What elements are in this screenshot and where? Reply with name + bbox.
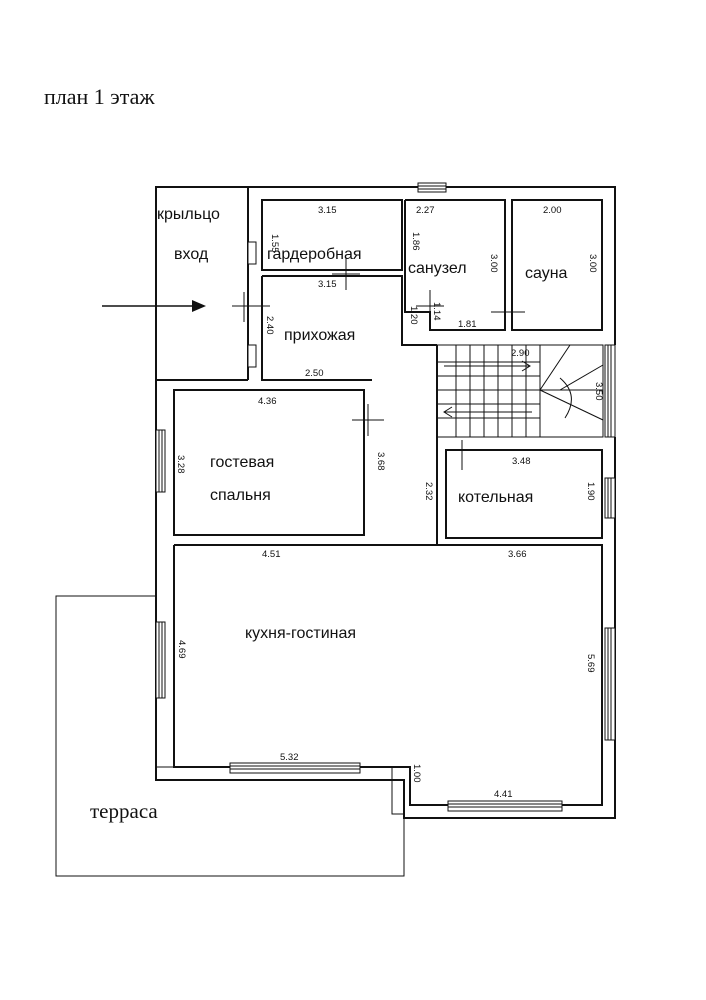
- hallway-label: прихожая: [284, 327, 355, 344]
- dim-label: 5.32: [280, 752, 299, 763]
- entrance-label: вход: [174, 246, 209, 263]
- door-marks: [232, 258, 525, 470]
- porch-label: крыльцо: [157, 206, 220, 223]
- entrance-arrow: [102, 300, 206, 312]
- hallway-left: [261, 276, 372, 381]
- dim-label: 3.00: [488, 254, 499, 273]
- guest-outline: [173, 389, 365, 536]
- dim-label: 1.00: [411, 764, 422, 783]
- dim-label: 4.41: [494, 789, 513, 800]
- dim-label: 3.15: [318, 279, 337, 290]
- dim-label: 2.40: [264, 316, 275, 335]
- dim-label: 2.00: [543, 205, 562, 216]
- terrace-label: терраса: [90, 799, 158, 823]
- dim-label: 3.15: [318, 205, 337, 216]
- dim-label: 4.36: [258, 396, 277, 407]
- hallway-top: [262, 275, 437, 346]
- kitchen-living-label: кухня-гостиная: [245, 625, 356, 642]
- guest-bedroom-label-2: спальня: [210, 487, 271, 504]
- dim-label: 1.90: [585, 482, 596, 501]
- dim-label: 2.90: [511, 348, 530, 359]
- guest-bedroom-label-1: гостевая: [210, 454, 274, 471]
- page-title: план 1 этаж: [44, 84, 155, 109]
- staircase: [436, 344, 604, 438]
- boiler-room-label: котельная: [458, 489, 533, 506]
- dim-label: 3.28: [175, 455, 186, 474]
- dim-label: 3.68: [375, 452, 386, 471]
- boiler-outline: [445, 449, 603, 539]
- wardrobe-outline: [261, 199, 403, 271]
- dim-label: 2.50: [305, 368, 324, 379]
- dim-label: 1.55: [269, 234, 280, 253]
- bathroom-outline: [404, 199, 506, 331]
- dim-label: 5.69: [585, 654, 596, 673]
- dim-label: 3.48: [512, 456, 531, 467]
- dim-label: 3.50: [593, 382, 604, 401]
- dim-label: 1.86: [410, 232, 421, 251]
- bathroom-label: санузел: [408, 260, 467, 277]
- kitchen-outline: [173, 544, 603, 806]
- dim-label: 3.66: [508, 549, 527, 560]
- dim-label: 1.20: [408, 306, 419, 325]
- windows: [155, 182, 616, 812]
- dim-label: 2.32: [423, 482, 434, 501]
- interior-walls: [173, 199, 603, 806]
- dim-label: 4.51: [262, 549, 281, 560]
- dim-label: 4.69: [176, 640, 187, 659]
- sauna-label: сауна: [525, 265, 568, 282]
- dim-label: 3.00: [587, 254, 598, 273]
- terrace-outline: [55, 595, 405, 877]
- dim-label: 1.81: [458, 319, 477, 330]
- sauna-outline: [511, 199, 603, 331]
- wardrobe-label: гардеробная: [267, 246, 362, 263]
- dim-label: 2.27: [416, 205, 435, 216]
- dim-label: 1.14: [431, 302, 442, 321]
